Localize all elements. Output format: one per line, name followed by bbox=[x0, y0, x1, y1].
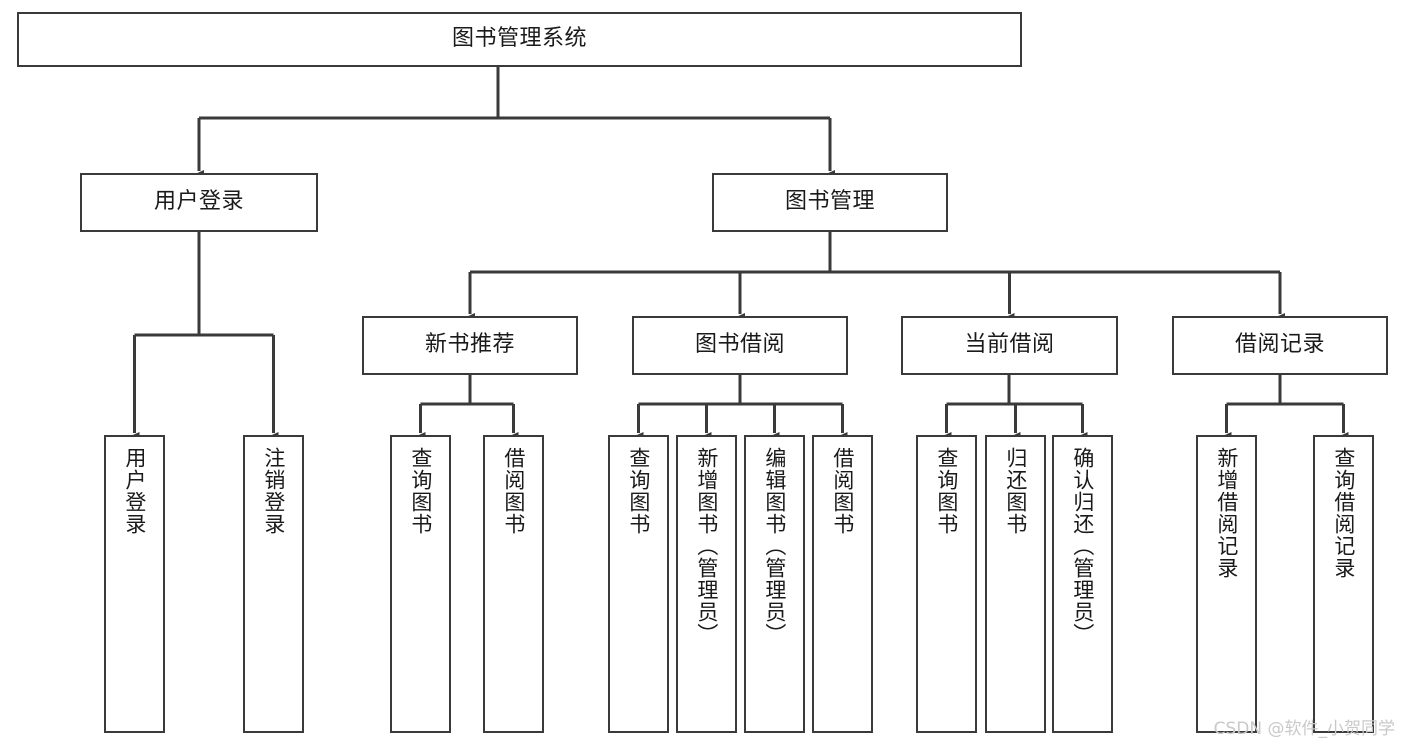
node-label: 图书借阅 bbox=[694, 332, 785, 358]
node-label: 当前借阅 bbox=[964, 332, 1055, 358]
node-borrow-record[interactable]: 借阅记录 bbox=[1172, 316, 1388, 375]
node-label: 借阅图书 bbox=[830, 447, 855, 535]
connector-lines bbox=[129, 67, 1349, 441]
node-label: 用户登录 bbox=[122, 447, 147, 535]
node-leaf-logout[interactable]: 注销登录 bbox=[243, 435, 304, 733]
node-label: 编辑图书（管理员） bbox=[762, 447, 787, 645]
node-label: 新增图书（管理员） bbox=[694, 447, 719, 645]
node-label: 借阅记录 bbox=[1234, 332, 1325, 358]
node-label: 查询借阅记录 bbox=[1331, 447, 1356, 579]
node-leaf-user-login[interactable]: 用户登录 bbox=[104, 435, 165, 733]
node-leaf-query-book-2[interactable]: 查询图书 bbox=[608, 435, 669, 733]
node-leaf-query-record[interactable]: 查询借阅记录 bbox=[1313, 435, 1374, 733]
node-label: 查询图书 bbox=[934, 447, 959, 535]
node-leaf-borrow-book-2[interactable]: 借阅图书 bbox=[812, 435, 873, 733]
node-leaf-query-book-3[interactable]: 查询图书 bbox=[916, 435, 977, 733]
node-label: 查询图书 bbox=[626, 447, 651, 535]
node-label: 查询图书 bbox=[408, 447, 433, 535]
node-label: 新书推荐 bbox=[424, 332, 515, 358]
node-leaf-edit-book[interactable]: 编辑图书（管理员） bbox=[744, 435, 805, 733]
node-label: 借阅图书 bbox=[501, 447, 526, 535]
node-label: 归还图书 bbox=[1003, 447, 1028, 535]
node-new-book-recommend[interactable]: 新书推荐 bbox=[362, 316, 578, 375]
node-label: 注销登录 bbox=[261, 447, 286, 535]
node-label: 用户登录 bbox=[153, 189, 244, 215]
node-leaf-confirm-return[interactable]: 确认归还（管理员） bbox=[1052, 435, 1113, 733]
node-book-borrow[interactable]: 图书借阅 bbox=[632, 316, 848, 375]
node-label: 图书管理系统 bbox=[451, 26, 587, 52]
node-label: 新增借阅记录 bbox=[1214, 447, 1239, 579]
node-current-borrow[interactable]: 当前借阅 bbox=[901, 316, 1118, 375]
node-user-login[interactable]: 用户登录 bbox=[80, 173, 318, 232]
node-leaf-add-book[interactable]: 新增图书（管理员） bbox=[676, 435, 737, 733]
node-leaf-query-book-1[interactable]: 查询图书 bbox=[390, 435, 451, 733]
node-label: 确认归还（管理员） bbox=[1070, 447, 1095, 645]
node-book-manage[interactable]: 图书管理 bbox=[712, 173, 948, 232]
node-root[interactable]: 图书管理系统 bbox=[17, 12, 1022, 67]
node-label: 图书管理 bbox=[784, 189, 875, 215]
node-leaf-borrow-book-1[interactable]: 借阅图书 bbox=[483, 435, 544, 733]
node-leaf-add-record[interactable]: 新增借阅记录 bbox=[1196, 435, 1257, 733]
node-leaf-return-book[interactable]: 归还图书 bbox=[985, 435, 1046, 733]
